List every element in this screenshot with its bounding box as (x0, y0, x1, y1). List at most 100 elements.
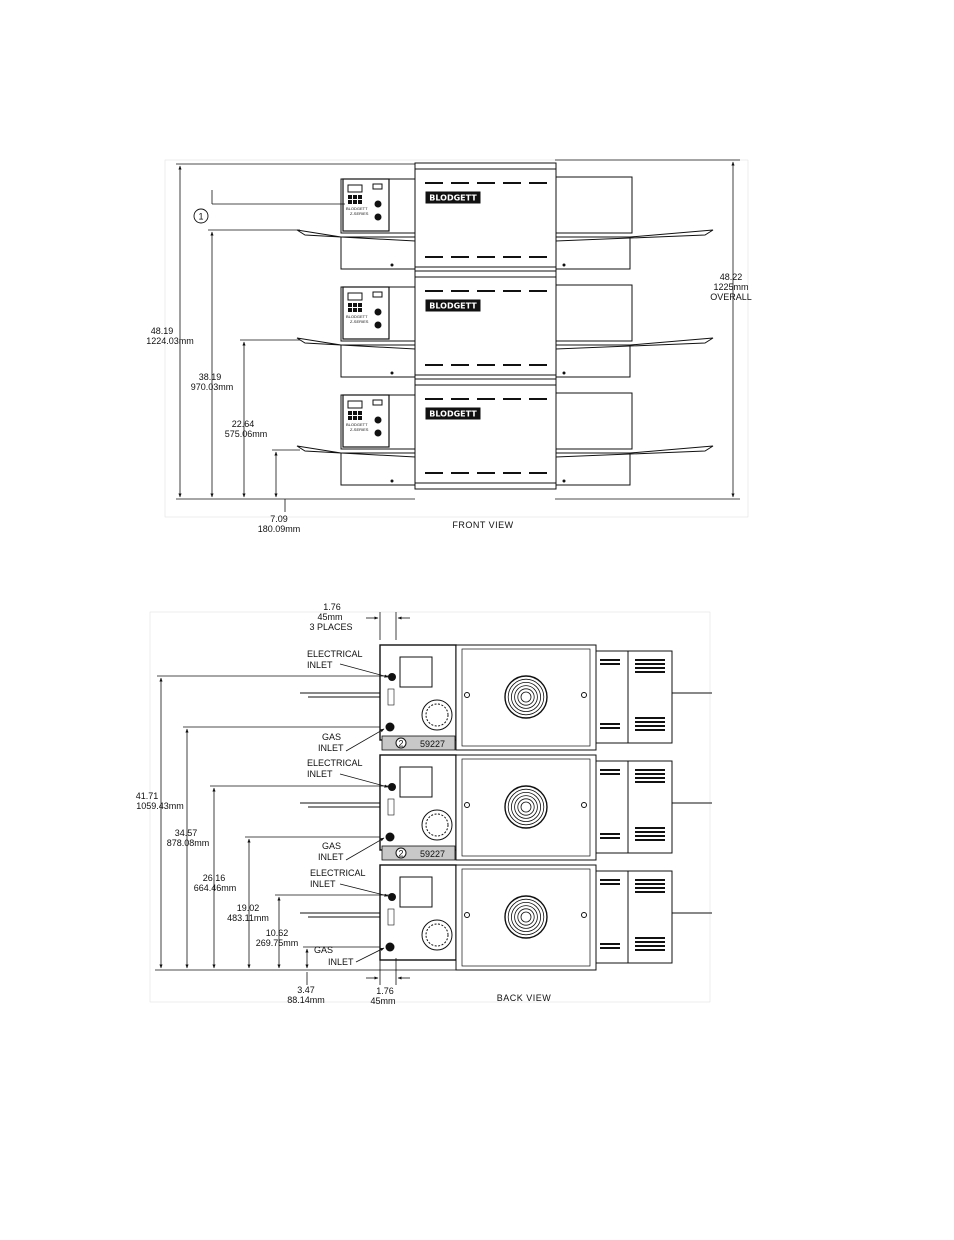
dim-overall-right-in: 48.22 (720, 272, 743, 282)
louver (635, 891, 665, 893)
dim-bottom-mm: 180.09mm (258, 524, 301, 534)
electrical-label-3b: INLET (310, 879, 336, 889)
louver (635, 781, 665, 783)
panel-key (358, 411, 362, 415)
terminal (387, 688, 395, 706)
fan-ring (514, 795, 538, 819)
gas-label-3b: INLET (328, 957, 354, 967)
brand-plate (425, 191, 481, 204)
louver (635, 883, 665, 885)
panel-display (347, 184, 363, 193)
vent-slot (477, 364, 495, 366)
dim-overall-left-mm: 1224.03mm (146, 336, 194, 346)
electrical-inlet (388, 673, 396, 681)
vent-slot (451, 398, 469, 400)
louver (635, 721, 665, 723)
brand-text: BLODGETT (429, 302, 477, 311)
panel-brand-text: BLODGETT (346, 314, 368, 319)
back-inner-panel (461, 868, 591, 967)
fan-ring (517, 798, 535, 816)
bottom-dim-mm: 45mm (370, 996, 395, 1006)
louver (635, 667, 665, 669)
vent-slot (425, 472, 443, 474)
dim-d4-in: 19.02 (237, 903, 260, 913)
gas-inlet (385, 722, 395, 732)
right-upper-box (555, 284, 633, 342)
front-view-title: FRONT VIEW (452, 520, 513, 530)
terminal (387, 798, 395, 816)
terminal (387, 908, 395, 926)
left-tray (300, 692, 381, 698)
left-conveyor-box (340, 236, 416, 270)
plate-callout-circle (395, 847, 407, 859)
mount-hole (464, 802, 470, 808)
mount-hole (464, 912, 470, 918)
back-inner-panel (461, 648, 591, 747)
louver (635, 671, 665, 673)
vent-slot (425, 364, 443, 366)
panel-key (358, 195, 362, 199)
panel-key (358, 303, 362, 307)
right-conveyor-box (555, 452, 631, 486)
vent-slot (477, 182, 495, 184)
screw (562, 371, 566, 375)
vent-slot (529, 256, 547, 258)
brand-plate (425, 407, 481, 420)
electrical-label-3a: ELECTRICAL (310, 868, 366, 878)
oven-body (414, 162, 557, 274)
panel-knob (374, 308, 382, 316)
vent-slot (503, 472, 521, 474)
back-dimension-lines (155, 612, 460, 985)
panel-key (358, 416, 362, 420)
top-dim-mm: 45mm (317, 612, 342, 622)
louver (600, 883, 620, 885)
louver (635, 659, 665, 661)
fan-ring (510, 902, 541, 933)
right-upper-box (555, 392, 633, 450)
louver (600, 833, 620, 835)
plate-number-text: 59227 (420, 849, 445, 859)
screw (562, 479, 566, 483)
back-oven-3 (300, 864, 712, 971)
dim-second-mm: 970.03mm (191, 382, 234, 392)
fan-ring (514, 905, 538, 929)
panel-knob (374, 213, 382, 221)
access-panel (399, 766, 433, 798)
vent-slot (503, 256, 521, 258)
screw (390, 263, 394, 267)
vent-slot (451, 256, 469, 258)
access-panel (399, 876, 433, 908)
panel-key (348, 411, 352, 415)
louver (635, 729, 665, 731)
vent-slot (503, 290, 521, 292)
top-dim-in: 1.76 (323, 602, 341, 612)
panel-key (348, 200, 352, 204)
fan-ring (520, 691, 532, 703)
dim-d2-mm: 878.08mm (167, 838, 210, 848)
panel-switch (372, 183, 383, 190)
panel-key (348, 303, 352, 307)
louver (635, 777, 665, 779)
louver (635, 769, 665, 771)
vent-slot (451, 472, 469, 474)
panel-display (347, 400, 363, 409)
panel-key (353, 308, 357, 312)
panel-key (348, 308, 352, 312)
louver (635, 949, 665, 951)
panel-key (348, 195, 352, 199)
vent-slot (451, 182, 469, 184)
screw (390, 371, 394, 375)
louver (635, 835, 665, 837)
louver (600, 769, 620, 771)
dim-third-in: 22.64 (232, 419, 255, 429)
motor-fan-grill (425, 703, 449, 727)
brand-text: BLODGETT (429, 410, 477, 419)
oven-body (414, 378, 557, 490)
fan-ring (517, 908, 535, 926)
fan-ring (507, 898, 545, 936)
front-dimension-lines (176, 159, 740, 512)
panel-key (353, 411, 357, 415)
